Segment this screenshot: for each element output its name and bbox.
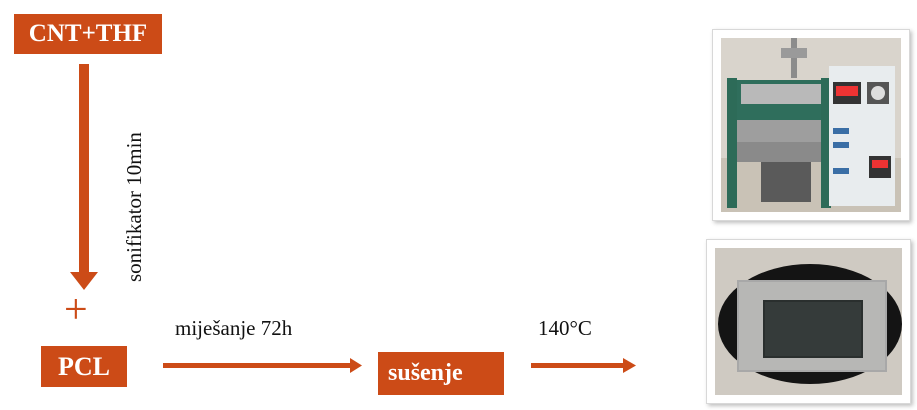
sample-in-mold-image — [715, 248, 902, 395]
down-arrow — [70, 64, 98, 290]
temperature-label: 140°C — [538, 316, 592, 340]
sample-in-mold-photo — [706, 239, 911, 404]
hot-press-photo — [712, 29, 910, 221]
sonication-label: sonifikator 10min — [122, 132, 146, 282]
pcl-box: PCL — [41, 346, 127, 387]
heating-arrow — [531, 358, 636, 373]
mixing-label: miješanje 72h — [175, 316, 293, 340]
mixing-arrow — [163, 358, 362, 373]
plus-sign: + — [64, 287, 88, 333]
drying-box: sušenje — [378, 352, 504, 395]
cnt-thf-box: CNT+THF — [14, 14, 162, 54]
drying-label: sušenje — [388, 360, 463, 386]
hot-press-image — [721, 38, 901, 212]
pcl-label: PCL — [58, 351, 110, 381]
cnt-thf-label: CNT+THF — [28, 20, 148, 47]
